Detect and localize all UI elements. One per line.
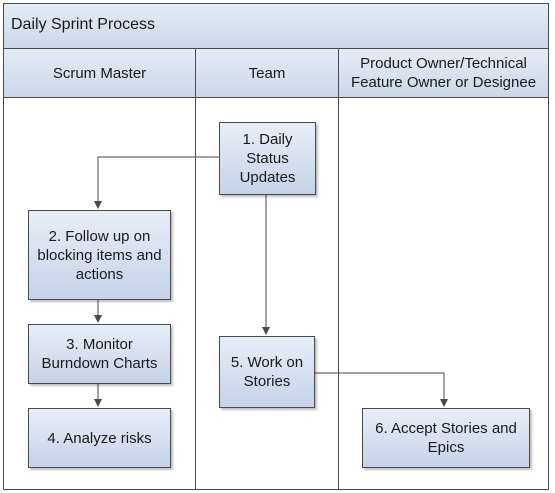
lane-header-product-owner: Product Owner/Technical Feature Owner or…: [338, 48, 549, 98]
step-5-label: 5. Work on Stories: [230, 354, 304, 390]
lane-label-team: Team: [248, 64, 286, 82]
step-6-label: 6. Accept Stories and Epics: [375, 420, 517, 456]
step-1-daily-status-updates: 1. Daily Status Updates: [219, 122, 316, 195]
step-5-work-on-stories: 5. Work on Stories: [219, 336, 315, 408]
step-4-analyze-risks: 4. Analyze risks: [28, 408, 171, 468]
step-1-label: 1. Daily Status Updates: [239, 131, 296, 186]
step-6-accept-stories: 6. Accept Stories and Epics: [362, 408, 530, 468]
diagram-title: Daily Sprint Process: [11, 16, 156, 33]
lane-header-team: Team: [195, 48, 339, 98]
step-4-label: 4. Analyze risks: [47, 429, 152, 447]
step-3-monitor-burndown: 3. Monitor Burndown Charts: [28, 324, 171, 384]
step-3-label: 3. Monitor Burndown Charts: [41, 336, 158, 372]
step-2-label: 2. Follow up on blocking items and actio…: [37, 227, 162, 283]
lane-label-product-owner: Product Owner/Technical Feature Owner or…: [350, 55, 537, 91]
diagram-title-bar: Daily Sprint Process: [3, 3, 549, 49]
step-2-follow-up-blocking: 2. Follow up on blocking items and actio…: [28, 210, 171, 300]
lane-header-scrum-master: Scrum Master: [3, 48, 196, 98]
lane-label-scrum-master: Scrum Master: [52, 64, 147, 82]
